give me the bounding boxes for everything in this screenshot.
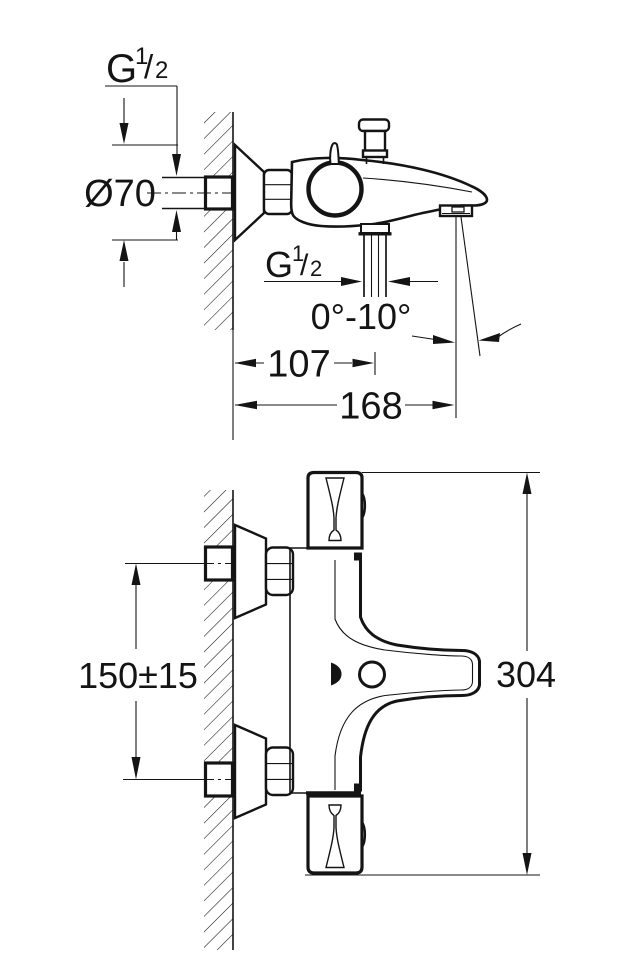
dim-wall-to-outlet: 107: [234, 344, 376, 386]
diverter-knob-cap: [357, 118, 391, 133]
inlet-thread-label-sup: 1: [135, 43, 148, 70]
dim-escutcheon-diameter: Ø70: [84, 98, 178, 287]
indicator-mark: [331, 662, 342, 686]
side-view: G 1 / 2 Ø70 G 1 / 2: [84, 43, 522, 440]
outlet-thread-label: G: [265, 244, 293, 285]
arrowhead-down: [522, 853, 532, 875]
spout-top-highlight-line: [362, 177, 473, 193]
top-escutcheon-cone: [233, 523, 268, 620]
bottom-escutcheon-cone: [233, 723, 268, 820]
dim-outlet-thread: G 1 / 2: [264, 241, 438, 286]
dim-spout-angle: 0°-10°: [311, 296, 522, 344]
arrowhead-up: [522, 472, 532, 494]
leader-curve: [497, 323, 522, 338]
dim-inlet-thread: G 1 / 2: [105, 43, 181, 240]
arrowhead-down: [119, 123, 129, 144]
top-knob-grip-bump: [361, 492, 367, 519]
spout-profile-outline: [359, 560, 481, 790]
outlet-union-nut: [360, 223, 390, 234]
wall-to-spout-tip-label: 168: [339, 386, 402, 428]
wall-to-outlet-label: 107: [267, 344, 330, 386]
escutcheon-diameter-label: Ø70: [84, 173, 156, 215]
arrowhead-up: [119, 240, 129, 261]
leader-line: [411, 335, 436, 341]
body-detail-mark-bottom: [354, 783, 362, 792]
escutcheon-cone: [233, 142, 266, 243]
outlet-thread-label-sup: 1: [292, 241, 304, 266]
arrowhead-up: [172, 210, 181, 232]
inlet-thread-label-slash: /: [144, 48, 154, 85]
arrowhead-left: [478, 333, 500, 342]
inlet-thread-label-sub: 2: [155, 57, 168, 84]
arrowhead-up: [131, 563, 141, 585]
bottom-union-nut: [264, 746, 295, 797]
outlet-thread-label-sub: 2: [310, 256, 322, 281]
bottom-knob-grip-groove: [325, 804, 345, 869]
spout-swivel-line: [460, 216, 481, 357]
arrowhead-right: [433, 335, 455, 344]
connection-spacing-label: 150±15: [78, 655, 198, 696]
front-view: 150±15 304: [78, 470, 556, 950]
top-knob-grip-groove: [325, 477, 345, 542]
inlet-thread-label: G: [106, 47, 137, 91]
union-nut: [262, 168, 294, 216]
arrowhead-down: [131, 757, 141, 780]
arrowhead-right: [352, 358, 374, 368]
bottom-knob-grip-bump: [361, 821, 367, 848]
body-detail-mark-top: [354, 552, 362, 561]
wall-hatch: [204, 112, 233, 330]
arrowhead-left: [388, 277, 410, 286]
dim-overall-height: 304: [305, 471, 556, 876]
arrowhead-down: [172, 154, 181, 176]
knob-lever: [329, 142, 340, 165]
overall-height-label: 304: [496, 654, 556, 695]
dim-connection-spacing: 150±15: [78, 562, 204, 781]
spout-profile-inner-line: [334, 560, 474, 790]
arrowhead-right: [432, 400, 455, 410]
diverter-knob-neck: [363, 129, 387, 154]
diverter-knob-flange: [361, 149, 389, 159]
safety-button: [358, 660, 386, 689]
dim-wall-to-spout-tip: 168: [234, 386, 455, 428]
top-union-nut: [264, 546, 295, 597]
spout-angle-label: 0°-10°: [311, 296, 412, 337]
outlet-thread-label-slash: /: [300, 249, 309, 282]
arrowhead-right: [341, 277, 362, 286]
aerator-notch: [451, 206, 465, 213]
control-knob: [306, 160, 364, 218]
